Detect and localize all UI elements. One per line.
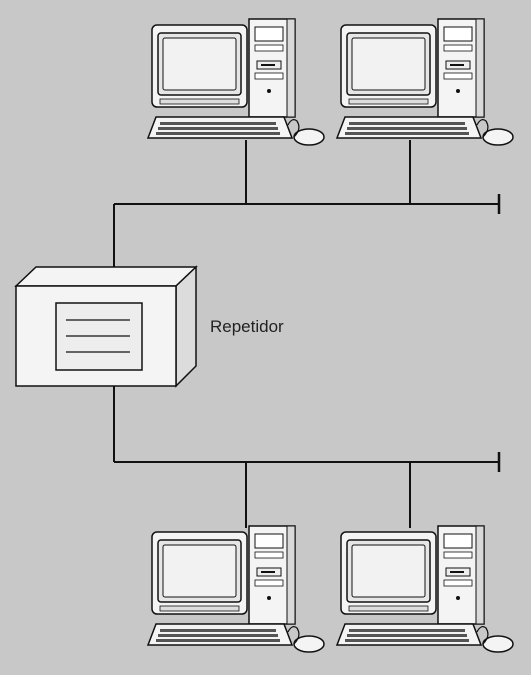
computer-icon-pc-1 [147, 18, 325, 146]
repeater-device [14, 265, 198, 388]
computer-icon-pc-2 [336, 18, 514, 146]
computer-icon-pc-4 [336, 525, 514, 653]
repeater-label: Repetidor [210, 317, 284, 336]
computer-icon-pc-3 [147, 525, 325, 653]
